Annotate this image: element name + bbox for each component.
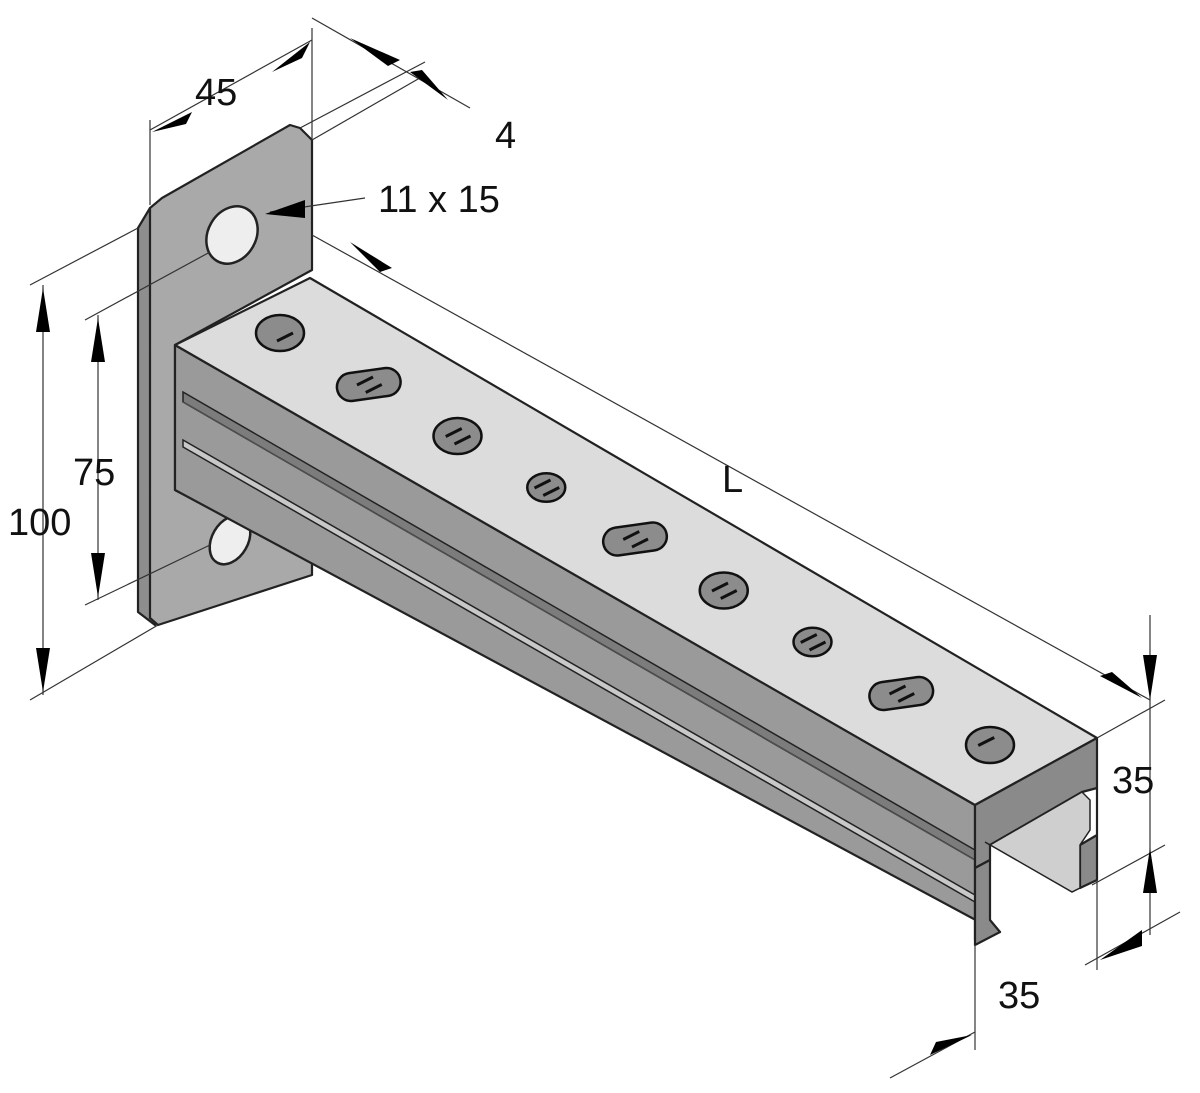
slot-tick-mark [542,486,560,497]
slot-tick-mark [445,427,463,438]
slot-tick-mark [622,530,640,541]
slot-tick-mark [356,375,374,387]
dimension-labels: 45 4 11 x 15 100 75 L 35 35 [8,72,1154,1017]
label-profile-width: 35 [998,975,1040,1017]
slot-tick-mark [808,640,827,652]
slot-tick-mark [276,331,294,343]
label-profile-height: 35 [1112,760,1154,802]
channel-hole-round [254,313,306,353]
channel-hole-slot [601,521,669,557]
slot-tick-mark [800,633,818,644]
channel-hole-round [698,571,749,610]
top-mounting-hole [205,205,259,265]
slot-tick-mark [453,434,472,446]
channel-hole-slot [868,675,935,712]
slot-tick-mark [888,684,907,696]
channel-hole-round [792,626,833,658]
channel-hole-round [526,472,567,503]
channel-hole-round [432,416,483,456]
slot-tick-mark [897,692,915,703]
slot-tick-mark [977,736,995,747]
slot-tick-mark [365,383,383,394]
dimension-lines [29,17,1181,1079]
channel-arm [173,276,1099,947]
channel-hole-round [964,725,1016,765]
label-hole-spacing: 75 [73,452,115,494]
slot-tick-mark [720,589,738,600]
channel-hole-slot [335,366,402,403]
slot-tick-mark [711,581,729,593]
label-length: L [722,459,743,501]
label-plate-width: 45 [195,72,237,114]
slot-tick-mark [631,537,649,549]
slot-tick-mark [533,478,552,490]
label-plate-height: 100 [8,502,71,544]
label-plate-thickness: 4 [495,115,516,157]
label-hole-size: 11 x 15 [378,179,500,221]
